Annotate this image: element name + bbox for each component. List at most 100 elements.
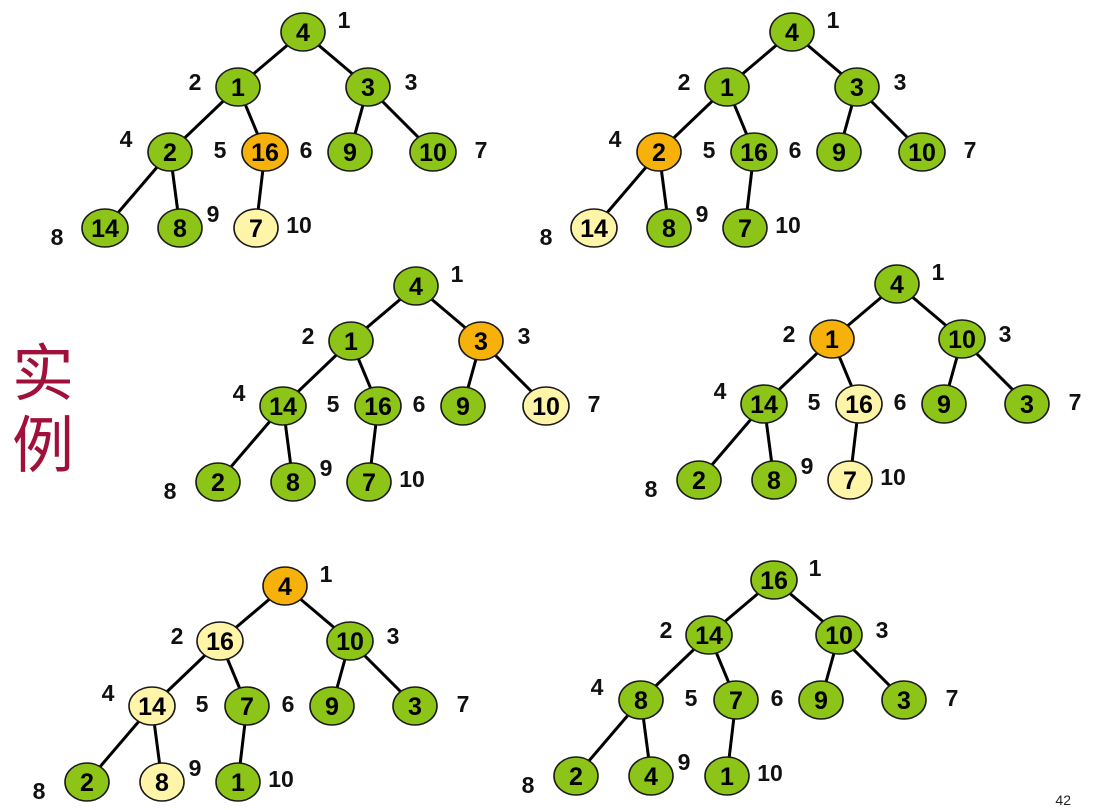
node-ellipse	[636, 132, 682, 172]
node-ellipse	[522, 386, 570, 426]
node-ellipse	[722, 208, 768, 248]
node-index-label: 10	[286, 212, 312, 238]
node-value: 2	[163, 139, 177, 167]
node-ellipse	[646, 208, 692, 248]
heap-node-normal: 3	[345, 67, 391, 107]
node-ellipse	[570, 208, 618, 248]
node-index-label: 9	[189, 755, 202, 781]
node-ellipse	[215, 762, 261, 802]
node-index-label: 4	[233, 380, 246, 406]
node-index-label: 6	[300, 137, 313, 163]
node-ellipse	[345, 67, 391, 107]
heap-node-normal: 4	[628, 756, 674, 796]
node-index-label: 3	[518, 323, 531, 349]
node-index-label: 4	[714, 378, 727, 404]
node-value: 4	[409, 273, 423, 301]
heap-node-normal: 3	[881, 680, 927, 720]
node-value: 1	[231, 74, 245, 102]
node-index-label: 6	[789, 137, 802, 163]
node-value: 16	[760, 567, 788, 595]
node-index-label: 7	[588, 391, 601, 417]
heap-node-normal: 1	[704, 756, 750, 796]
heap-node-normal: 8	[646, 208, 692, 248]
node-ellipse	[816, 132, 862, 172]
heap-node-normal: 9	[440, 386, 486, 426]
page-number: 42	[1055, 792, 1071, 808]
heap-node-compared: 8	[139, 762, 185, 802]
node-ellipse	[553, 756, 599, 796]
heap-node-normal: 1	[328, 321, 374, 361]
node-ellipse	[195, 462, 241, 502]
node-index-label: 9	[320, 455, 333, 481]
node-index-label: 10	[775, 212, 801, 238]
heap-node-compared: 14	[128, 686, 176, 726]
node-ellipse	[835, 384, 883, 424]
node-value: 4	[278, 573, 292, 601]
heap-node-normal: 8	[157, 208, 203, 248]
node-ellipse	[309, 686, 355, 726]
node-value: 1	[720, 763, 734, 791]
node-ellipse	[196, 621, 244, 661]
node-value: 14	[138, 693, 166, 721]
node-index-label: 3	[999, 321, 1012, 347]
node-value: 10	[532, 393, 560, 421]
node-ellipse	[704, 756, 750, 796]
node-value: 10	[908, 139, 936, 167]
node-index-label: 1	[932, 259, 945, 285]
node-index-label: 7	[457, 691, 470, 717]
heap-node-normal: 2	[64, 762, 110, 802]
heap-node-normal: 9	[816, 132, 862, 172]
node-value: 10	[948, 326, 976, 354]
node-index-label: 5	[808, 389, 821, 415]
node-value: 7	[729, 687, 743, 715]
node-ellipse	[458, 321, 504, 361]
node-ellipse	[139, 762, 185, 802]
heap-node-compared: 14	[570, 208, 618, 248]
node-index-label: 9	[207, 201, 220, 227]
node-index-label: 8	[51, 224, 64, 250]
side-title-char-1: 实	[11, 337, 74, 410]
node-index-label: 3	[387, 623, 400, 649]
node-ellipse	[346, 462, 392, 502]
node-ellipse	[676, 460, 722, 500]
node-value: 7	[843, 467, 857, 495]
heap-node-compared: 10	[522, 386, 570, 426]
side-title: 实 例	[8, 338, 78, 482]
node-value: 16	[364, 393, 392, 421]
heap-node-normal: 8	[270, 462, 316, 502]
node-value: 4	[785, 19, 799, 47]
node-value: 2	[211, 469, 225, 497]
node-ellipse	[259, 386, 307, 426]
node-value: 1	[825, 326, 839, 354]
heap-node-normal: 14	[685, 615, 733, 655]
node-ellipse	[628, 756, 674, 796]
node-value: 16	[845, 391, 873, 419]
node-value: 7	[249, 215, 263, 243]
node-ellipse	[881, 680, 927, 720]
node-ellipse	[215, 67, 261, 107]
heap-node-normal: 7	[713, 680, 759, 720]
node-ellipse	[440, 386, 486, 426]
heap-node-normal: 9	[327, 132, 373, 172]
heap-node-normal: 2	[553, 756, 599, 796]
node-index-label: 7	[475, 137, 488, 163]
node-value: 3	[1020, 391, 1034, 419]
heap-node-compared: 7	[827, 460, 873, 500]
heap-node-current: 16	[241, 132, 289, 172]
node-value: 10	[336, 628, 364, 656]
node-value: 7	[738, 215, 752, 243]
node-index-label: 1	[320, 561, 333, 587]
node-value: 10	[825, 622, 853, 650]
node-index-label: 4	[120, 126, 133, 152]
node-index-label: 10	[268, 766, 294, 792]
node-ellipse	[262, 566, 308, 606]
heap-node-normal: 14	[740, 384, 788, 424]
node-ellipse	[241, 132, 289, 172]
heap-node-normal: 14	[259, 386, 307, 426]
node-index-label: 1	[827, 7, 840, 33]
node-value: 1	[231, 769, 245, 797]
